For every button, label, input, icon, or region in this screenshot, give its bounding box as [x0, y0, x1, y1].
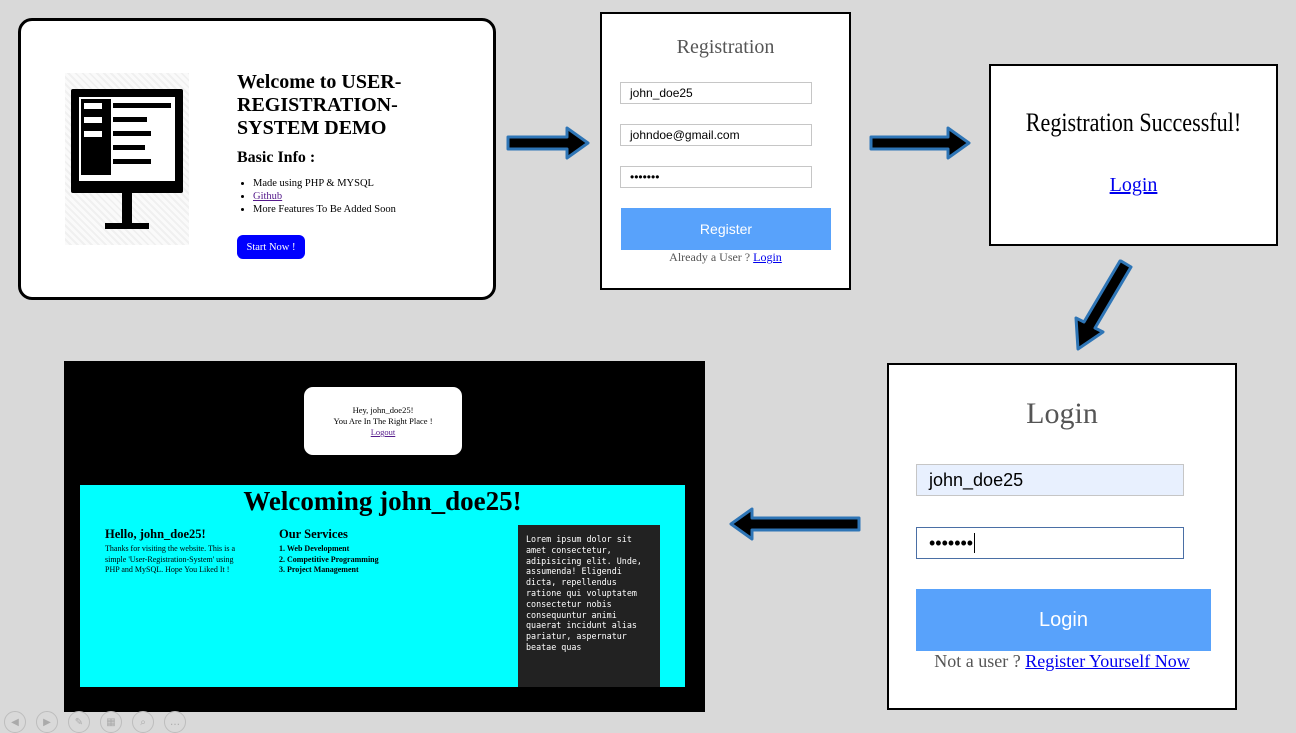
login-link[interactable]: Login	[753, 250, 782, 264]
welcome-heading: Welcoming john_doe25!	[243, 486, 522, 516]
login-footer: Not a user ? Register Yourself Now	[889, 651, 1235, 672]
footer-text: Not a user ?	[934, 651, 1021, 671]
arrow-down-left-icon	[1074, 259, 1133, 351]
greeting-line: Hey, john_doe25!	[352, 405, 414, 415]
more-icon[interactable]: …	[164, 711, 186, 733]
github-link[interactable]: Github	[253, 191, 283, 202]
services-list: 1. Web Development 2. Competitive Progra…	[279, 544, 449, 576]
lorem-box: Lorem ipsum dolor sit amet consectetur, …	[518, 525, 660, 687]
footer-text: Already a User ?	[669, 250, 751, 264]
text-cursor	[974, 533, 976, 553]
register-button[interactable]: Register	[621, 208, 831, 250]
info-item: Made using PHP & MYSQL	[253, 177, 396, 190]
login-button[interactable]: Login	[916, 589, 1211, 651]
login-title: Login	[1026, 397, 1098, 430]
greeting-line: You Are In The Right Place !	[333, 416, 433, 426]
registration-panel: Registration john_doe25 johndoe@gmail.co…	[600, 12, 851, 290]
service-item: 2. Competitive Programming	[279, 554, 379, 564]
start-now-button[interactable]: Start Now !	[237, 235, 305, 259]
services-column: Our Services 1. Web Development 2. Compe…	[279, 527, 449, 576]
hello-column: Hello, john_doe25! Thanks for visiting t…	[105, 527, 245, 576]
arrow-left-icon	[729, 507, 861, 541]
registration-title: Registration	[676, 36, 775, 58]
computer-monitor-icon	[65, 73, 189, 245]
info-item: More Features To Be Added Soon	[253, 203, 396, 216]
welcome-title: Welcome to USER-REGISTRATION-SYSTEM DEMO	[237, 71, 402, 139]
slides-icon[interactable]: ▦	[100, 711, 122, 733]
arrow-right-icon	[506, 126, 590, 160]
logout-link[interactable]: Logout	[370, 427, 396, 437]
info-list: Made using PHP & MYSQL Github More Featu…	[237, 177, 396, 216]
greeting-card: Hey, john_doe25! You Are In The Right Pl…	[304, 387, 462, 455]
login-panel: Login john_doe25 ••••••• Login Not a use…	[887, 363, 1237, 710]
previous-icon[interactable]: ◀	[4, 711, 26, 733]
username-field[interactable]: john_doe25	[916, 464, 1184, 496]
welcome-panel: Welcome to USER-REGISTRATION-SYSTEM DEMO…	[18, 18, 496, 300]
password-field[interactable]: •••••••	[620, 166, 812, 188]
welcome-section: Welcoming john_doe25! Hello, john_doe25!…	[80, 485, 685, 687]
service-item: 3. Project Management	[279, 565, 359, 574]
zoom-icon[interactable]: ⌕	[132, 711, 154, 733]
password-value: •••••••	[929, 533, 974, 553]
pen-icon[interactable]: ✎	[68, 711, 90, 733]
register-link[interactable]: Register Yourself Now	[1025, 651, 1190, 671]
success-panel: Registration Successful! Login	[989, 64, 1278, 246]
dashboard-panel: Hey, john_doe25! You Are In The Right Pl…	[64, 361, 705, 712]
basic-info-heading: Basic Info :	[237, 149, 316, 166]
login-link[interactable]: Login	[1109, 174, 1158, 196]
password-field[interactable]: •••••••	[916, 527, 1184, 559]
service-item: 1. Web Development	[279, 544, 350, 553]
username-field[interactable]: john_doe25	[620, 82, 812, 104]
arrow-right-icon	[869, 126, 971, 160]
email-field[interactable]: johndoe@gmail.com	[620, 124, 812, 146]
hello-text: Thanks for visiting the website. This is…	[105, 544, 236, 574]
success-message: Registration Successful!	[1025, 108, 1242, 137]
services-title: Our Services	[279, 527, 348, 541]
next-icon[interactable]: ▶	[36, 711, 58, 733]
registration-footer: Already a User ? Login	[602, 250, 849, 265]
hello-title: Hello, john_doe25!	[105, 527, 206, 541]
info-item: Github	[253, 190, 396, 203]
